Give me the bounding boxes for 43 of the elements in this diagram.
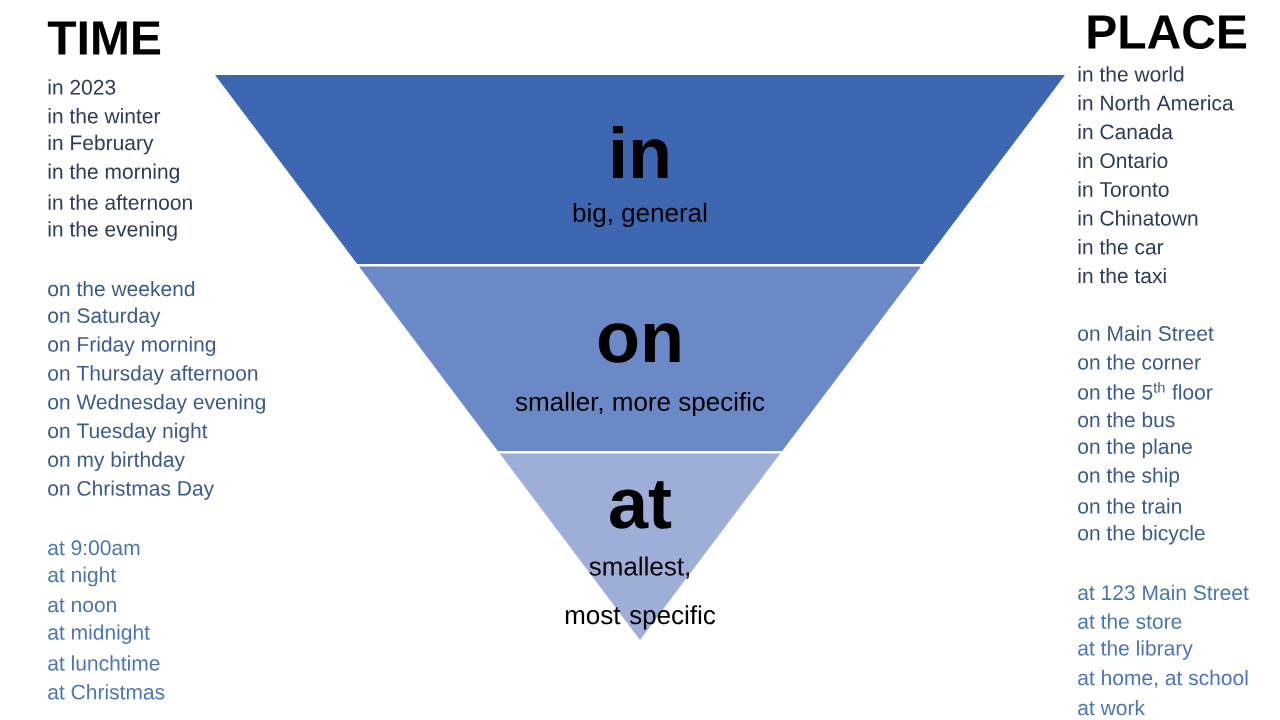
list-item: in February — [48, 134, 154, 155]
list-item: on the ship — [1078, 467, 1180, 487]
list-item: at lunchtime — [48, 655, 160, 671]
list-item: at 123 Main Street — [1078, 584, 1249, 601]
list-item: at 9:00am — [48, 540, 140, 556]
list-item: on the 5$^{th}$ floor — [1078, 381, 1213, 400]
list-item: in the winter — [48, 108, 161, 124]
list-item: on Friday morning — [48, 336, 216, 356]
list-item: on the train — [1078, 498, 1181, 514]
list-item: on Wednesday evening — [48, 394, 265, 414]
list-item: at the store — [1078, 613, 1182, 629]
band-description: big, general — [573, 202, 707, 228]
list-item: at home, at school — [1078, 669, 1248, 688]
list-item: on the bus — [1078, 411, 1175, 428]
list-item: at Christmas — [48, 684, 165, 700]
column-heading: PLACE — [1088, 15, 1247, 49]
list-item: in the afternoon — [48, 194, 192, 210]
list-item: on Thursday afternoon — [48, 365, 258, 385]
list-item: on the plane — [1078, 438, 1192, 459]
list-item: in 2023 — [48, 79, 116, 95]
band-description: smaller, more specific — [515, 391, 765, 417]
list-item: on Main Street — [1078, 325, 1214, 341]
band-description: smallest, most specific — [565, 556, 716, 630]
list-item: in the world — [1078, 66, 1184, 82]
list-item: on the weekend — [48, 280, 195, 297]
list-item: on Saturday — [48, 307, 161, 328]
list-item: in the taxi — [1078, 267, 1166, 284]
list-item: at work — [1078, 699, 1145, 716]
list-item: at night — [48, 566, 116, 587]
list-item: at noon — [48, 598, 116, 613]
list-item: at midnight — [48, 624, 150, 644]
list-item: on Tuesday night — [48, 422, 208, 443]
list-item: in the morning — [48, 163, 179, 184]
list-item: on the bicycle — [1078, 525, 1205, 545]
list-item: on the corner — [1078, 354, 1201, 370]
band-title: on — [598, 323, 680, 363]
column-heading: TIME — [47, 21, 161, 55]
list-item: in the evening — [48, 221, 177, 241]
list-item: at the library — [1078, 640, 1193, 660]
list-item: on Christmas Day — [48, 480, 215, 500]
list-item: on my birthday — [48, 451, 185, 472]
band-title: at — [610, 481, 672, 529]
band-title: in — [613, 125, 668, 179]
